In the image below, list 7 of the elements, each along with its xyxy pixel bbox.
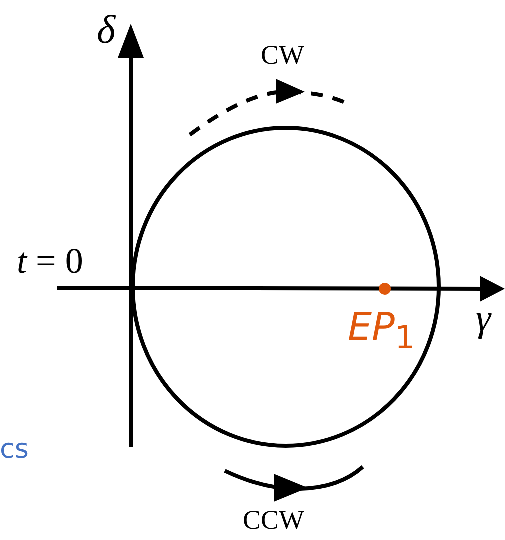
point-label: EP$_{1}$ xyxy=(348,308,416,356)
text-fragment: cs xyxy=(0,436,29,463)
direction-label: CW xyxy=(261,42,304,69)
direction-label: CCW xyxy=(243,507,305,534)
axis-label: γ xyxy=(476,300,491,338)
axis-label: δ xyxy=(97,10,116,50)
time-label: t = 0 xyxy=(17,243,84,279)
